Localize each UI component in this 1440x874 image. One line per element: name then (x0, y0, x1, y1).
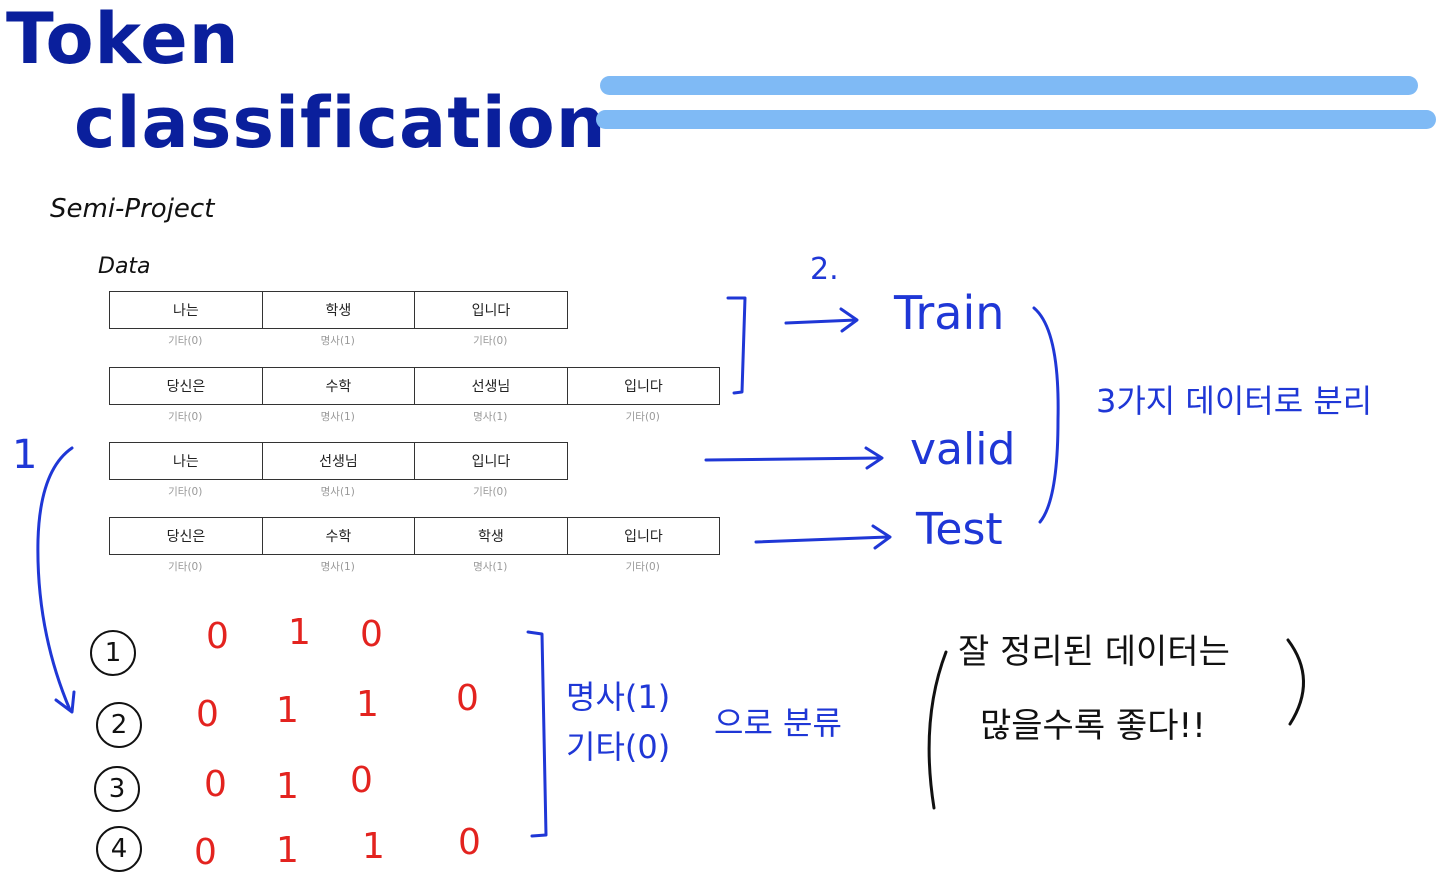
arrow-to-test (754, 535, 890, 544)
token-cell: 입니다 (414, 291, 568, 329)
label-value: 0 (206, 616, 229, 657)
token-tag: 기타(0) (625, 561, 660, 573)
test-label: Test (916, 504, 1003, 555)
step-2-label: 2. (810, 252, 839, 287)
quote-line-1: 잘 정리된 데이터는 (958, 632, 1230, 672)
token-tag: 명사(1) (320, 561, 355, 573)
token-cell: 선생님 (261, 442, 416, 480)
label-value: 1 (362, 826, 385, 867)
split-bracket (1032, 306, 1060, 524)
token-tag: 기타(0) (168, 411, 203, 423)
token-tag: 명사(1) (320, 486, 355, 498)
token-cell: 학생 (261, 291, 416, 329)
label-value: 0 (204, 764, 227, 805)
token-cell: 수학 (261, 367, 416, 405)
class-note-noun: 명사(1) (566, 678, 671, 716)
title-line-2: classification (74, 82, 607, 164)
token-cell: 학생 (414, 517, 568, 555)
label-value: 0 (458, 822, 481, 863)
label-value: 0 (194, 832, 217, 873)
token-cell: 입니다 (414, 442, 568, 480)
token-tag: 기타(0) (473, 335, 508, 347)
step-1-label: 1 (12, 432, 38, 478)
label-value: 0 (456, 678, 479, 719)
valid-label: valid (910, 424, 1016, 475)
token-tag: 기타(0) (168, 335, 203, 347)
label-value: 1 (356, 684, 379, 725)
token-cell: 나는 (109, 291, 263, 329)
decorative-bar-top (600, 76, 1418, 95)
arrow-step-1 (36, 446, 74, 712)
label-value: 0 (360, 614, 383, 655)
token-tag: 기타(0) (168, 486, 203, 498)
token-tag: 명사(1) (473, 411, 508, 423)
arrow-head-valid (864, 446, 884, 470)
sequence-number-4: 4 (96, 826, 142, 872)
token-tag: 명사(1) (320, 411, 355, 423)
label-value: 1 (288, 612, 311, 653)
token-cell: 당신은 (109, 367, 263, 405)
token-tag: 명사(1) (320, 335, 355, 347)
token-cell: 당신은 (109, 517, 263, 555)
class-note-other: 기타(0) (566, 728, 671, 766)
title-line-1: Token (6, 0, 240, 80)
class-note-suffix: 으로 분류 (714, 704, 842, 742)
split-note: 3가지 데이터로 분리 (1096, 382, 1373, 420)
data-label: Data (98, 254, 151, 279)
token-cell: 나는 (109, 442, 263, 480)
arrow-head-train (839, 307, 859, 333)
token-cell: 입니다 (566, 517, 721, 555)
label-value: 1 (276, 830, 299, 871)
label-value: 0 (350, 760, 373, 801)
token-tag: 기타(0) (625, 411, 660, 423)
sequence-bracket (526, 630, 548, 838)
subtitle: Semi-Project (50, 194, 215, 224)
sequence-number-1: 1 (90, 630, 136, 676)
quote-paren-left (927, 650, 948, 810)
label-value: 0 (196, 694, 219, 735)
sequence-number-3: 3 (94, 766, 140, 812)
token-cell: 선생님 (414, 367, 568, 405)
quote-paren-right (1286, 638, 1305, 726)
arrow-to-train (784, 318, 858, 325)
arrow-head-test (871, 524, 892, 550)
decorative-bar-bottom (596, 110, 1436, 129)
label-value: 1 (276, 690, 299, 731)
token-tag: 기타(0) (473, 486, 508, 498)
token-cell: 입니다 (566, 367, 721, 405)
label-value: 1 (276, 766, 299, 807)
arrow-to-valid (704, 456, 882, 462)
sequence-number-2: 2 (96, 702, 142, 748)
train-bracket (726, 296, 747, 395)
arrow-head-step-1 (54, 690, 76, 714)
train-label: Train (894, 286, 1005, 340)
token-tag: 명사(1) (473, 561, 508, 573)
quote-line-2: 많을수록 좋다!! (980, 706, 1206, 746)
token-tag: 기타(0) (168, 561, 203, 573)
